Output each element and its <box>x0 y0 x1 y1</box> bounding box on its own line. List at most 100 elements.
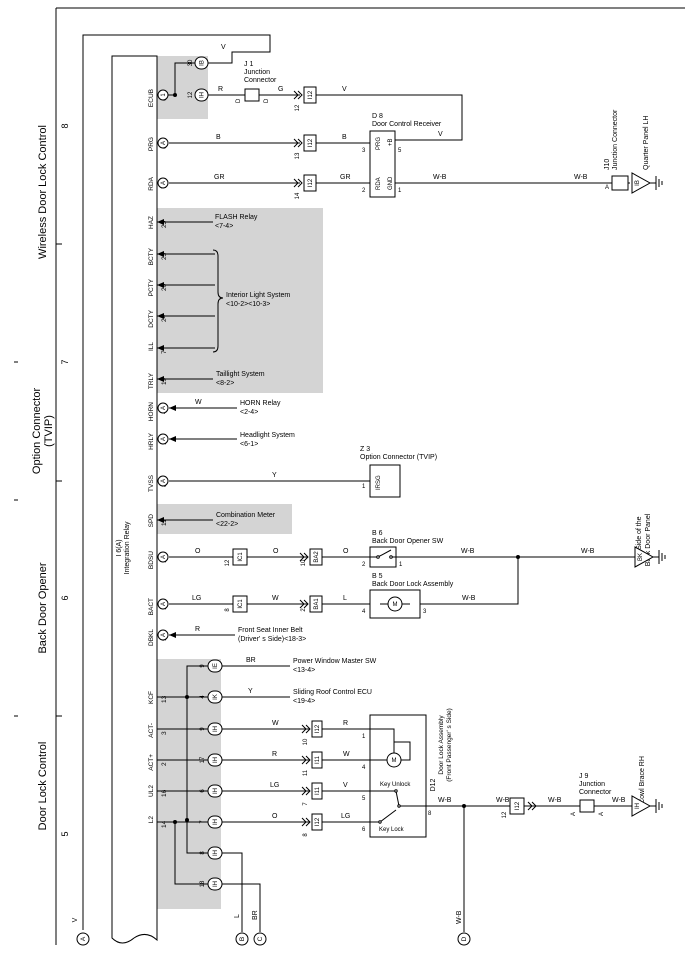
svg-text:10: 10 <box>303 738 309 745</box>
svg-text:D: D <box>236 98 242 103</box>
connector-icon <box>232 548 248 566</box>
svg-text:IC1: IC1 <box>238 599 244 609</box>
svg-text:Option Connector (TVIP): Option Connector (TVIP) <box>360 454 437 461</box>
svg-text:Door Lock Assembly: Door Lock Assembly <box>438 715 445 775</box>
svg-text:BK: BK <box>638 553 644 561</box>
connector-chevron <box>305 817 311 827</box>
svg-text:I12: I12 <box>308 90 314 99</box>
arrow-icon <box>157 517 164 523</box>
svg-text:W: W <box>343 751 350 758</box>
svg-text:<2-4>: <2-4> <box>240 409 258 416</box>
pin-number: 23 <box>161 252 168 260</box>
svg-text:1: 1 <box>399 562 403 568</box>
pin-circle <box>157 475 169 487</box>
svg-text:A: A <box>161 479 167 483</box>
shade-lights <box>157 208 323 393</box>
svg-text:Left Side of the: Left Side of the <box>636 516 643 563</box>
offpage-connector <box>235 932 249 946</box>
svg-text:11: 11 <box>303 769 309 776</box>
svg-text:I11: I11 <box>315 786 321 795</box>
connector-icon <box>207 784 223 798</box>
svg-text:W-B: W-B <box>462 595 476 602</box>
connector-icon <box>207 815 223 829</box>
pin-number: 20 <box>161 283 168 291</box>
svg-text:V: V <box>438 131 443 138</box>
svg-text:<7-4>: <7-4> <box>215 223 233 230</box>
svg-text:IH: IH <box>200 92 206 98</box>
svg-text:1: 1 <box>161 93 167 97</box>
svg-text:RDA: RDA <box>376 177 382 190</box>
svg-text:V: V <box>72 917 79 922</box>
svg-text:M: M <box>393 602 398 608</box>
svg-text:W: W <box>272 720 279 727</box>
svg-text:4: 4 <box>200 695 206 699</box>
pin-circle <box>157 177 169 189</box>
section-title-option: Option Connector <box>31 388 43 475</box>
pin-number: 11 <box>161 519 168 526</box>
svg-text:D: D <box>461 936 468 941</box>
connector-icon <box>303 134 317 152</box>
ground-triangle-icon <box>634 546 655 568</box>
svg-text:C: C <box>257 936 264 941</box>
connector-chevron <box>299 552 305 562</box>
svg-text:12: 12 <box>188 91 194 98</box>
svg-text:4: 4 <box>362 765 366 771</box>
svg-text:D: D <box>264 98 270 103</box>
svg-text:6: 6 <box>200 789 206 793</box>
wires <box>157 62 635 932</box>
svg-text:L: L <box>343 595 347 602</box>
pin-name: DCTY <box>148 309 155 327</box>
pin-name: RDA <box>148 176 155 190</box>
svg-text:PRG: PRG <box>376 137 382 150</box>
svg-text:M: M <box>392 758 397 764</box>
connector-chevron <box>293 90 299 100</box>
svg-text:A: A <box>571 812 577 816</box>
connector-icon <box>311 720 323 738</box>
pin-name: HRLY <box>148 432 155 450</box>
svg-text:Door Control Receiver: Door Control Receiver <box>372 121 442 128</box>
pin-number: 13 <box>161 695 168 703</box>
svg-text:W-B: W-B <box>581 548 595 555</box>
pin-name: TVSS <box>148 474 155 492</box>
svg-text:Cowl Brace RH: Cowl Brace RH <box>639 756 646 804</box>
pin-name: HORN <box>148 402 155 421</box>
connector-icon <box>232 595 248 613</box>
svg-text:J 1: J 1 <box>244 61 253 68</box>
svg-text:Y: Y <box>272 472 277 479</box>
svg-text:IH: IH <box>213 881 219 887</box>
svg-text:17: 17 <box>200 756 206 763</box>
svg-text:Key Unlock: Key Unlock <box>380 782 411 788</box>
svg-text:BR: BR <box>252 910 259 920</box>
section-number-7: 7 <box>60 359 70 364</box>
pin-name: ACT- <box>148 723 155 738</box>
arrow-icon <box>157 376 164 382</box>
j9-junction-connector <box>579 799 595 813</box>
ground-triangle-icon <box>631 795 652 817</box>
connector-chevron <box>297 138 303 148</box>
connector-icon <box>509 797 525 815</box>
connector-chevron <box>305 786 311 796</box>
svg-text:<10-2><10-3>: <10-2><10-3> <box>226 301 270 308</box>
svg-text:IRSG: IRSG <box>376 475 382 490</box>
section-title-option-2: (TVIP) <box>43 415 55 447</box>
svg-text:Back Door Lock Assembly: Back Door Lock Assembly <box>372 581 454 588</box>
svg-text:V: V <box>221 44 226 51</box>
svg-text:9: 9 <box>200 727 206 731</box>
svg-text:8: 8 <box>303 833 309 837</box>
connector-icon <box>311 813 323 831</box>
pin-number: 24 <box>161 314 168 322</box>
svg-text:LG: LG <box>270 782 279 789</box>
svg-text:I12: I12 <box>315 724 321 733</box>
ground-triangle-icon <box>631 172 652 194</box>
section-title-door-lock: Door Lock Control <box>37 742 49 831</box>
svg-text:I12: I12 <box>308 178 314 187</box>
svg-text:I11: I11 <box>315 755 321 764</box>
connector-chevron <box>303 552 309 562</box>
section-number-5: 5 <box>60 831 70 836</box>
connector-icon <box>207 877 223 891</box>
svg-text:5: 5 <box>362 796 366 802</box>
svg-text:A: A <box>161 633 167 637</box>
connector-icon <box>309 595 323 613</box>
pin-number: 25 <box>161 220 168 228</box>
